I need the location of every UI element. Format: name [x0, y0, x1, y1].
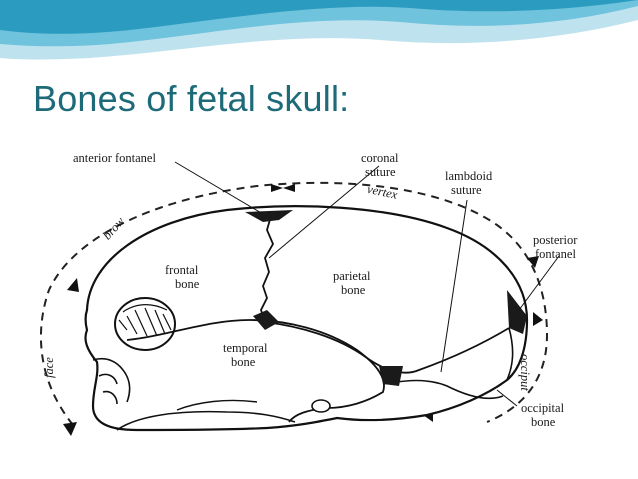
arrow-occiput — [533, 312, 543, 326]
coronal-suture — [260, 215, 275, 323]
label-temporal: temporal — [223, 341, 268, 355]
label-lambdoid-suture: suture — [451, 183, 482, 197]
circumference-arc — [39, 181, 549, 426]
mastoid-fontanel — [379, 366, 403, 386]
label-posterior: posterior — [533, 233, 578, 247]
label-coronal: coronal — [361, 151, 399, 165]
label-face: face — [42, 357, 56, 378]
posterior-fontanel — [507, 290, 527, 334]
label-anterior-fontanel: anterior fontanel — [73, 151, 156, 165]
label-parietal-bone: bone — [341, 283, 366, 297]
label-temporal-bone: bone — [231, 355, 256, 369]
arrow-brow — [67, 278, 79, 292]
skull-outline — [84, 205, 529, 432]
label-occipital: occipital — [521, 401, 565, 415]
label-frontal-bone: bone — [175, 277, 200, 291]
label-occiput: occiput — [518, 354, 532, 391]
label-vertex: vertex — [366, 182, 399, 202]
ear-opening — [311, 399, 331, 413]
label-frontal: frontal — [165, 263, 199, 277]
anterior-fontanel — [245, 210, 293, 222]
header-wave-decoration — [0, 0, 638, 63]
label-coronal-suture: suture — [365, 165, 396, 179]
label-occipital-bone: bone — [531, 415, 556, 429]
label-lambdoid: lambdoid — [445, 169, 493, 183]
fetal-skull-diagram: anterior fontanel coronal suture vertex … — [27, 140, 605, 440]
arrow-face — [63, 422, 77, 436]
arrow-posterior — [527, 256, 539, 268]
orbit — [114, 297, 176, 351]
slide-title: Bones of fetal skull: — [33, 78, 350, 119]
sphenoid-fontanel — [253, 310, 279, 330]
arrow-vertex — [271, 184, 295, 192]
label-posterior-fontanel: fontanel — [535, 247, 576, 261]
label-parietal: parietal — [333, 269, 371, 283]
